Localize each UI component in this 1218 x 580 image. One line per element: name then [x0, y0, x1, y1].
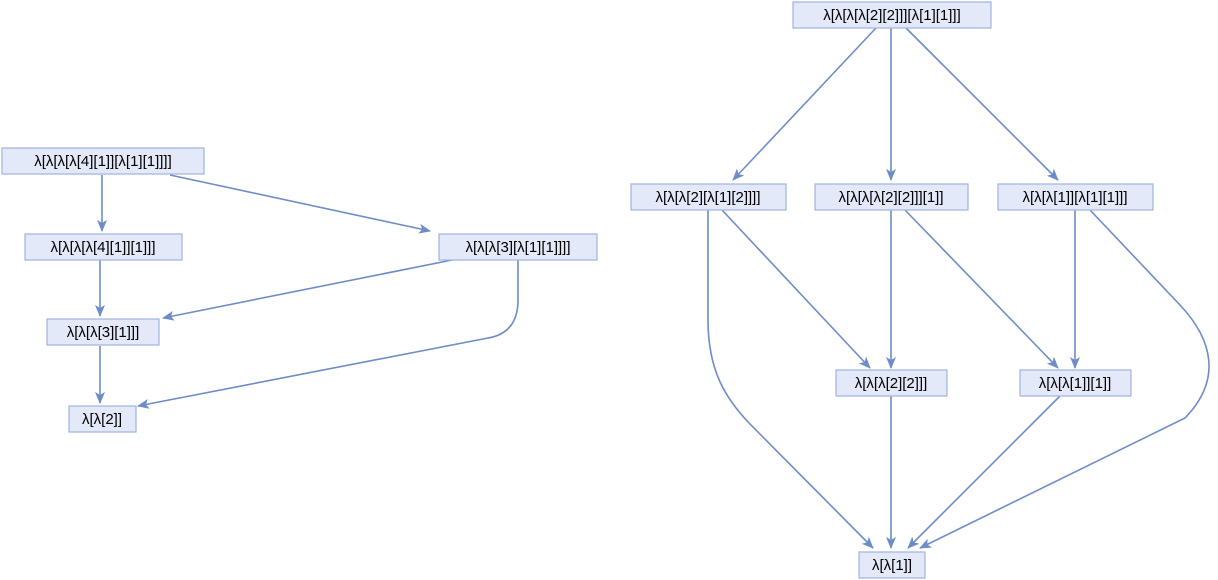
node-b4: λ[λ[λ[1]][λ[1][1]]] [997, 183, 1154, 211]
node-b1: λ[λ[λ[λ[2][2]]][λ[1][1]]] [792, 1, 992, 29]
node-label: λ[λ[λ[1]][1]] [1039, 375, 1112, 392]
edge-b6-b7 [907, 395, 1061, 549]
node-label: λ[λ[λ[2][2]]] [855, 375, 928, 392]
edge-b2-b7 [707, 210, 874, 549]
node-label: λ[λ[λ[3][1]]] [67, 324, 140, 341]
node-a2: λ[λ[λ[λ[4][1]][1]]] [24, 233, 183, 261]
node-b6: λ[λ[λ[1]][1]] [1019, 369, 1132, 397]
node-label: λ[λ[λ[λ[2][2]]][λ[1][1]]] [823, 7, 961, 24]
node-label: λ[λ[λ[3][λ[1][1]]]] [465, 239, 570, 256]
edge-a3-a4 [162, 259, 453, 321]
edge-b4-b7 [919, 209, 1210, 549]
node-label: λ[λ[λ[2][λ[1][2]]]] [655, 189, 760, 206]
edge-b2-b5 [721, 209, 871, 369]
node-a5: λ[λ[2]] [68, 405, 137, 433]
node-label: λ[λ[λ[λ[4][1]][λ[1][1]]]] [34, 153, 172, 170]
node-b3: λ[λ[λ[λ[2][2]]][1]] [814, 183, 969, 211]
edge-a3-a5 [137, 260, 519, 409]
node-label: λ[λ[λ[1]][λ[1][1]]] [1022, 189, 1127, 206]
node-a1: λ[λ[λ[λ[4][1]][λ[1][1]]]] [1, 147, 205, 175]
node-label: λ[λ[1]] [872, 557, 912, 574]
node-b5: λ[λ[λ[2][2]]] [835, 369, 948, 397]
node-a3: λ[λ[λ[3][λ[1][1]]]] [438, 233, 598, 261]
edge-b3-b6 [904, 209, 1059, 369]
right-graph: λ[λ[λ[λ[2][2]]][λ[1][1]]] λ[λ[λ[2][λ[1][… [630, 1, 1210, 579]
node-label: λ[λ[λ[λ[2][2]]][1]] [838, 189, 943, 206]
node-label: λ[λ[2]] [82, 411, 122, 428]
left-graph: λ[λ[λ[λ[4][1]][λ[1][1]]]] λ[λ[λ[λ[4][1]]… [1, 147, 598, 433]
node-b2: λ[λ[λ[2][λ[1][2]]]] [630, 183, 787, 211]
edge-b1-b4 [905, 27, 1059, 181]
node-a4: λ[λ[λ[3][1]]] [46, 318, 160, 346]
edge-a1-a3 [169, 174, 431, 234]
node-label: λ[λ[λ[λ[4][1]][1]]] [50, 239, 155, 256]
node-b7: λ[λ[1]] [858, 551, 926, 579]
edge-b1-b2 [732, 27, 877, 181]
left-graph-edges [95, 174, 519, 409]
right-graph-edges [707, 27, 1210, 549]
